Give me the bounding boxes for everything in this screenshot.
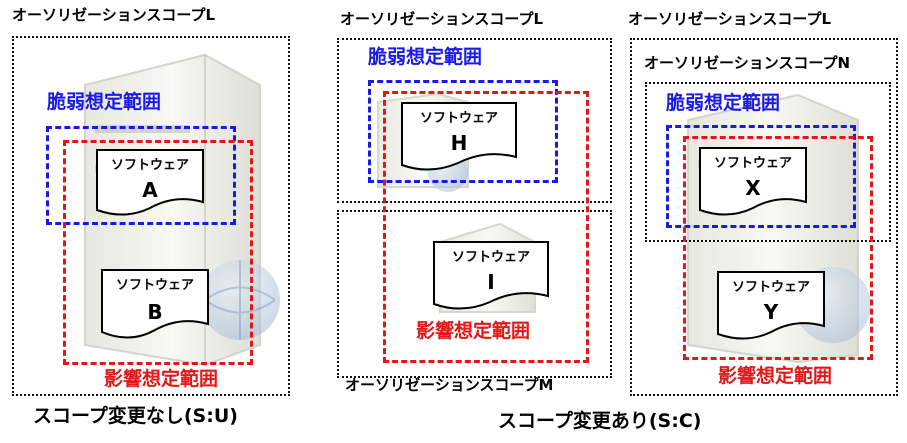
impact-scope-box [63,140,253,365]
software-name: Y [763,300,779,324]
document-icon [401,102,517,171]
document-icon [699,147,807,216]
authorization-scope-l [337,38,612,203]
software-label: ソフトウェア [419,111,498,126]
authorization-scope-l [630,38,898,396]
impact-scope-label: 影響想定範囲 [718,365,833,387]
software-y-document: ソフトウェア Y [716,270,826,340]
vulnerable-scope-box [666,125,856,228]
vulnerable-scope-label: 脆弱想定範囲 [368,46,483,68]
software-name: H [450,131,468,155]
software-name: X [745,176,761,200]
vulnerable-scope-label: 脆弱想定範囲 [47,91,162,113]
impact-scope-label: 影響想定範囲 [104,368,219,390]
vulnerable-scope-box [46,126,236,225]
software-a-document: ソフトウェア A [95,148,205,216]
scope-m-label: オーソリゼーションスコープM [345,376,554,394]
software-b-document: ソフトウェア B [100,268,210,340]
software-label: ソフトウェア [115,278,194,293]
software-x-document: ソフトウェア X [698,146,808,216]
software-name: A [142,178,158,202]
caption-scope-changed: スコープ変更あり(S:C) [498,410,702,432]
scope-l-label: オーソリゼーションスコープL [340,10,544,28]
software-label: ソフトウェア [731,280,810,295]
software-name: I [487,270,495,294]
software-label: ソフトウェア [110,158,189,173]
vulnerable-scope-label: 脆弱想定範囲 [666,92,781,114]
scope-l-label: オーソリゼーションスコープL [628,10,832,28]
impact-scope-box [383,91,589,363]
authorization-scope-n [645,82,891,242]
software-h-document: ソフトウェア H [400,101,518,171]
scope-n-label: オーソリゼーションスコープN [644,54,851,72]
impact-scope-label: 影響想定範囲 [416,320,531,342]
authorization-scope-l [12,36,290,396]
scope-l-label: オーソリゼーションスコープL [12,6,216,24]
document-icon [101,269,209,339]
vulnerable-scope-box [368,80,558,183]
document-icon [96,149,204,216]
caption-scope-unchanged: スコープ変更なし(S:U) [33,405,238,427]
document-icon [433,241,549,310]
document-icon [717,271,825,340]
software-name: B [147,300,163,324]
authorization-scope-m [337,210,612,378]
software-label: ソフトウェア [713,156,792,171]
software-label: ソフトウェア [451,250,530,265]
impact-scope-box [683,136,873,360]
software-i-document: ソフトウェア I [432,240,550,310]
